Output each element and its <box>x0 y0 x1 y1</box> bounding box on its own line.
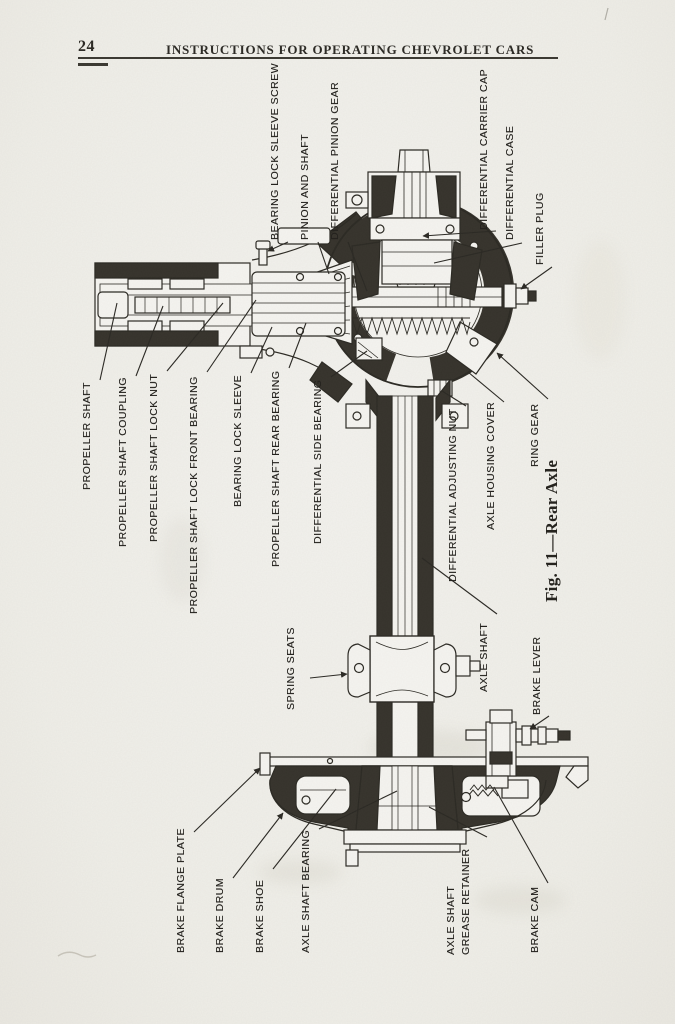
part-label-differential-adjusting-nut: DIFFERENTIAL ADJUSTING NUT <box>447 408 459 582</box>
part-label-propeller-shaft-coupling: PROPELLER SHAFT COUPLING <box>117 377 129 547</box>
part-label-differential-side-bearing: DIFFERENTIAL SIDE BEARING <box>312 379 324 544</box>
part-label-propeller-shaft-rear-bearing: PROPELLER SHAFT REAR BEARING <box>270 370 282 567</box>
part-label-pinion-and-shaft: PINION AND SHAFT <box>299 133 311 240</box>
part-label-differential-carrier-cap: DIFFERENTIAL CARRIER CAP <box>478 69 490 230</box>
part-label-propeller-shaft-lock-nut: PROPELLER SHAFT LOCK NUT <box>148 373 160 542</box>
part-label-filler-plug: FILLER PLUG <box>534 192 546 265</box>
part-label-bearing-lock-sleeve: BEARING LOCK SLEEVE <box>232 374 244 507</box>
part-label-differential-pinion-gear: DIFFERENTIAL PINION GEAR <box>329 81 341 240</box>
part-label-brake-shoe: BRAKE SHOE <box>254 879 266 953</box>
part-label-axle-shaft: AXLE SHAFT <box>478 622 490 692</box>
part-label-brake-flange-plate: BRAKE FLANGE PLATE <box>175 828 187 953</box>
part-label-axle-shaft-bearing: AXLE SHAFT BEARING <box>300 829 312 953</box>
part-label-differential-case: DIFFERENTIAL CASE <box>504 125 516 240</box>
part-label-propeller-shaft: PROPELLER SHAFT <box>81 382 93 490</box>
part-label-brake-lever: BRAKE LEVER <box>531 636 543 715</box>
part-label-axle-housing-cover: AXLE HOUSING COVER <box>485 401 497 530</box>
part-label-spring-seats: SPRING SEATS <box>285 627 297 710</box>
part-label-bearing-lock-sleeve-screw: BEARING LOCK SLEEVE SCREW <box>269 62 281 240</box>
figure-caption: Fig. 11—Rear Axle <box>542 459 561 602</box>
part-label-brake-cam: BRAKE CAM <box>529 886 541 953</box>
part-label-propeller-shaft-lock-front-bearing: PROPELLER SHAFT LOCK FRONT BEARING <box>188 376 200 614</box>
part-label-axle-shaft-grease-retainer: AXLE SHAFT GREASE RETAINER <box>445 848 472 956</box>
part-label-brake-drum: BRAKE DRUM <box>214 877 226 953</box>
part-label-ring-gear: RING GEAR <box>529 403 541 467</box>
